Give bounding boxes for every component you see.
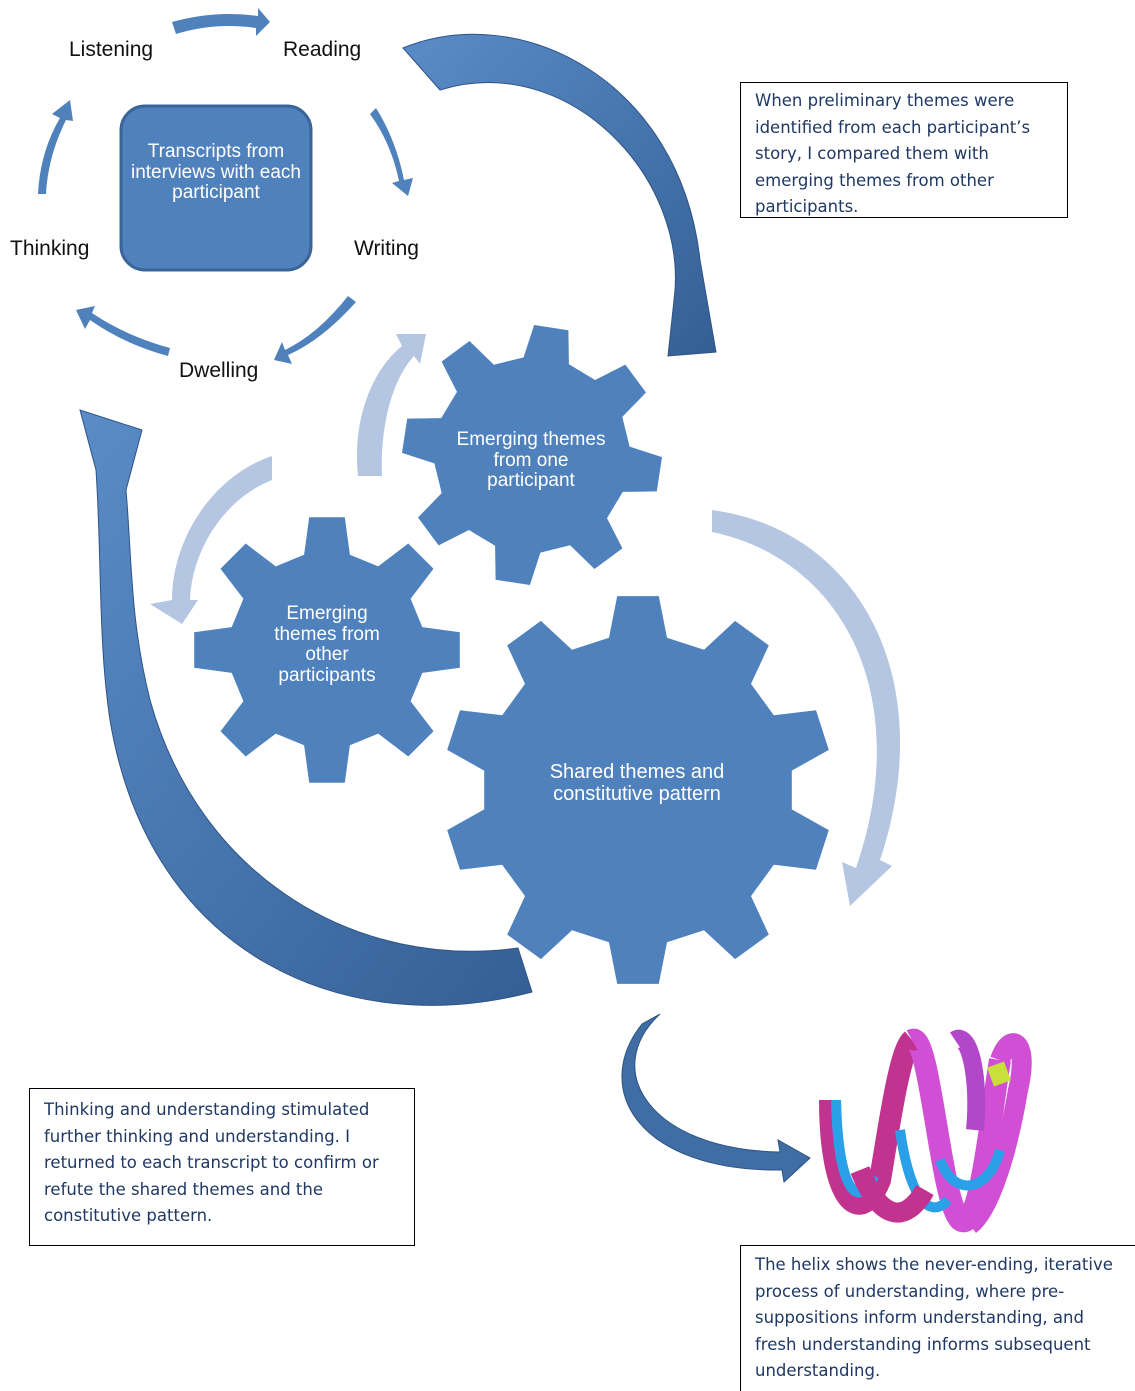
label-writing: Writing	[354, 237, 419, 260]
light-arrows	[150, 334, 901, 906]
helix-graphic	[819, 1029, 1032, 1233]
big-arrow-reading-to-gear	[402, 33, 717, 357]
transcripts-box	[119, 104, 313, 272]
cycle-arrows	[38, 8, 413, 364]
gear-one-label: Emerging themes from one participant	[456, 429, 606, 492]
gear-shared	[447, 596, 829, 984]
note-bottom-right-text: The helix shows the never-ending, iterat…	[755, 1255, 1113, 1380]
arrow-writing-to-dwelling	[274, 296, 356, 364]
gears-group	[194, 325, 829, 984]
transcripts-label: Transcripts from interviews with each pa…	[130, 141, 302, 204]
arrow-reading-to-writing	[370, 108, 413, 196]
gear-other	[194, 517, 460, 783]
note-top-right-text: When preliminary themes were identified …	[755, 91, 1031, 216]
note-bottom-right: The helix shows the never-ending, iterat…	[740, 1245, 1135, 1391]
gear-other-label: Emerging themes from other participants	[274, 603, 380, 686]
note-bottom-left: Thinking and understanding stimulated fu…	[29, 1088, 415, 1246]
note-bottom-left-text: Thinking and understanding stimulated fu…	[44, 1100, 379, 1225]
label-reading: Reading	[283, 38, 362, 61]
note-top-right: When preliminary themes were identified …	[740, 82, 1068, 218]
label-thinking: Thinking	[10, 237, 90, 260]
label-dwelling: Dwelling	[179, 359, 259, 382]
light-arrow-to-helix	[712, 510, 901, 906]
light-arrow-to-gear-other	[150, 456, 272, 624]
label-listening: Listening	[69, 38, 154, 61]
big-arrow-shared-to-dwelling	[79, 409, 533, 1006]
light-arrow-to-gear-one	[356, 334, 426, 476]
arrow-shared-to-helix	[621, 1013, 811, 1183]
gear-one	[402, 325, 662, 585]
gear-shared-label: Shared themes and constitutive pattern	[549, 761, 725, 805]
arrow-listening-to-reading	[172, 8, 270, 36]
arrow-thinking-to-listening	[38, 100, 73, 194]
arrow-dwelling-to-thinking	[76, 306, 170, 356]
